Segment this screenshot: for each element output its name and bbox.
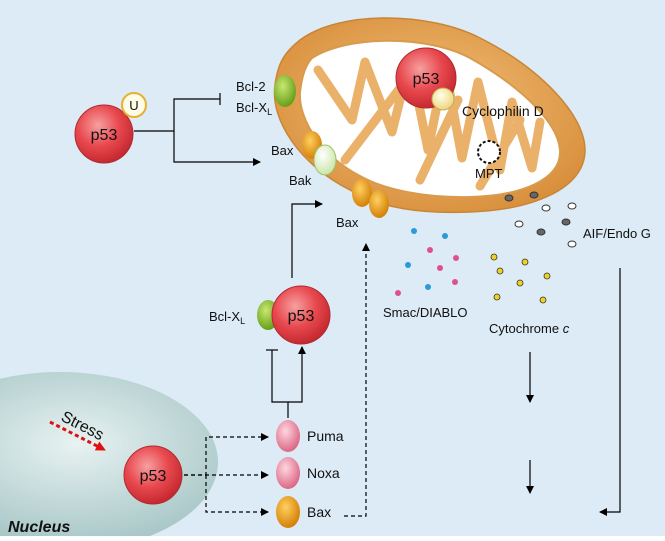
cyclophilin-d-icon [431, 87, 455, 111]
bax-translocation-arrow [344, 243, 370, 517]
svg-text:U: U [129, 98, 138, 113]
bak-protein-icon [313, 144, 337, 176]
puma-icon [276, 420, 300, 452]
bax-target-icon [276, 496, 300, 528]
svg-text:p53: p53 [413, 71, 440, 88]
bak-label: Bak [289, 173, 312, 188]
bclxl-middle-label: Bcl-XL [209, 309, 245, 326]
bax-target-label: Bax [307, 504, 331, 520]
p53-mito-connectors [134, 93, 261, 166]
bcl2-label: Bcl-2 [236, 79, 266, 94]
p53-middle-node: p53 [271, 285, 331, 345]
bax-label-bottom: Bax [336, 215, 359, 230]
puma-connectors [266, 346, 306, 418]
p53-nuclear-node: p53 [123, 445, 183, 505]
aif-endog-dots [504, 191, 577, 248]
noxa-icon [276, 457, 300, 489]
noxa-label: Noxa [307, 465, 340, 481]
cytochrome-c-label: Cytochrome c [489, 321, 570, 336]
smac-diablo-label: Smac/DIABLO [383, 305, 468, 320]
bcl2-bclxl-protein-icon [274, 75, 296, 107]
nucleus-label: Nucleus [8, 519, 70, 536]
ubiquitin-icon: U [121, 92, 147, 118]
cyclophilin-d-label: Cyclophilin D [462, 103, 544, 119]
bax-oligomer-icon-2 [369, 190, 389, 218]
mpt-pore-icon [477, 140, 501, 164]
stress-arrow [49, 420, 106, 452]
puma-label: Puma [307, 428, 344, 444]
aif-pathway-arrow [599, 268, 621, 516]
bclxl-label: Bcl-XL [236, 100, 272, 117]
complex-to-bax-arrow [291, 200, 323, 278]
transcription-arrows [184, 433, 269, 516]
svg-text:p53: p53 [288, 308, 315, 325]
aif-endog-label: AIF/Endo G [583, 226, 651, 241]
svg-text:p53: p53 [91, 127, 118, 144]
p53-cytoplasmic-node: p53 [74, 104, 134, 164]
cytochrome-c-dots [490, 253, 551, 304]
mpt-label: MPT [475, 166, 503, 181]
smac-diablo-dots [395, 228, 459, 296]
svg-text:p53: p53 [140, 468, 167, 485]
bax-oligomer-icon-1 [352, 179, 372, 207]
bax-label-top: Bax [271, 143, 294, 158]
